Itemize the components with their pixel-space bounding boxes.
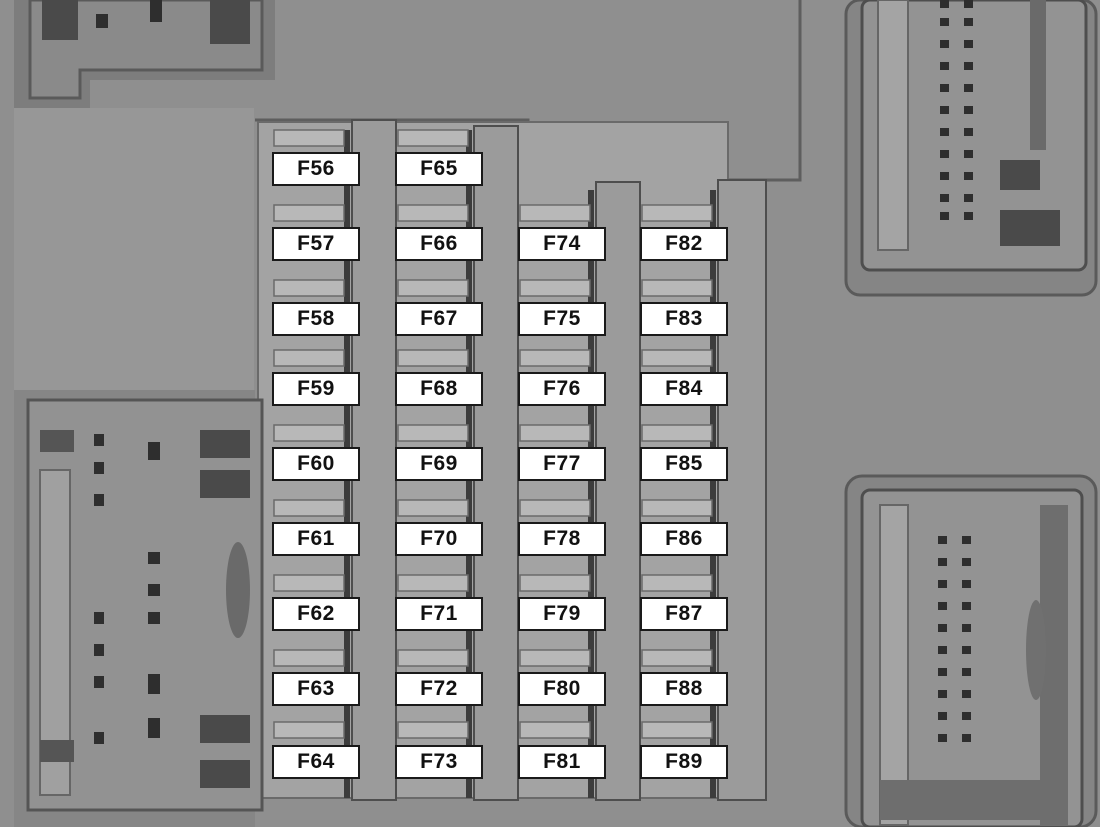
fuse-label: F73: [395, 745, 483, 779]
fuse-label: F72: [395, 672, 483, 706]
fuse-label: F85: [640, 447, 728, 481]
fuse-label: F86: [640, 522, 728, 556]
fuse-label: F68: [395, 372, 483, 406]
fuse-label: F83: [640, 302, 728, 336]
fuse-label: F61: [272, 522, 360, 556]
fuse-label: F78: [518, 522, 606, 556]
fuse-label: F75: [518, 302, 606, 336]
top-right-connector: [844, 0, 1098, 297]
fuse-label: F58: [272, 302, 360, 336]
fuse-label: F64: [272, 745, 360, 779]
left-connector: [14, 390, 264, 827]
fuse-label: F62: [272, 597, 360, 631]
fuse-label: F89: [640, 745, 728, 779]
fuse-label: F57: [272, 227, 360, 261]
fuse-label: F80: [518, 672, 606, 706]
fuse-label: F74: [518, 227, 606, 261]
fuse-label: F70: [395, 522, 483, 556]
bottom-right-connector: [844, 474, 1098, 827]
fuse-label: F59: [272, 372, 360, 406]
fuse-label: F87: [640, 597, 728, 631]
fuse-label: F60: [272, 447, 360, 481]
top-left-connector: [14, 0, 275, 108]
fuse-label: F71: [395, 597, 483, 631]
fuse-label: F82: [640, 227, 728, 261]
fuse-label: F88: [640, 672, 728, 706]
fuse-label: F65: [395, 152, 483, 186]
fuse-label: F76: [518, 372, 606, 406]
fuse-label: F81: [518, 745, 606, 779]
fuse-label: F56: [272, 152, 360, 186]
fuse-label: F63: [272, 672, 360, 706]
fuse-label: F77: [518, 447, 606, 481]
fuse-label: F69: [395, 447, 483, 481]
fuse-label: F84: [640, 372, 728, 406]
fuse-label: F67: [395, 302, 483, 336]
fuse-label: F79: [518, 597, 606, 631]
fuse-label: F66: [395, 227, 483, 261]
